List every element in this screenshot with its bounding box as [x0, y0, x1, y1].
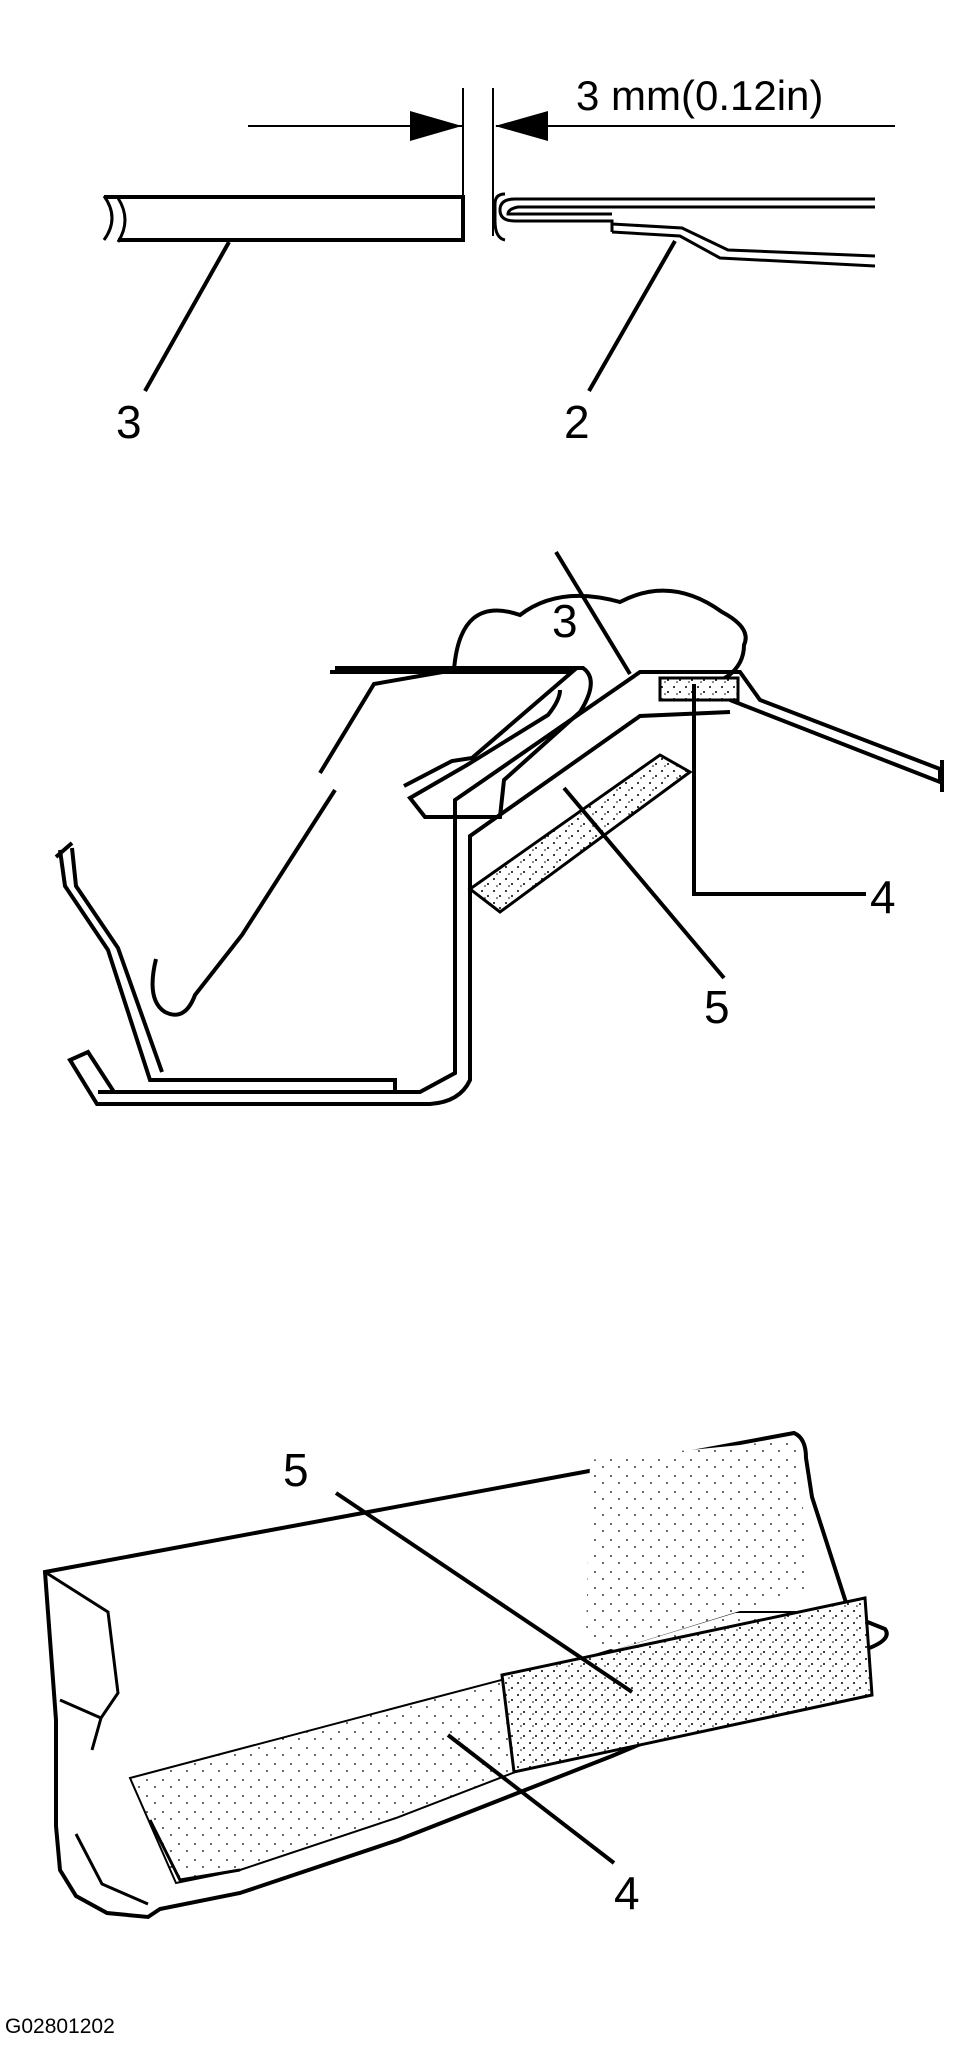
dimension-arrow-left: [410, 111, 462, 141]
glass-edge: [102, 195, 465, 243]
top-gap-view: 3 mm(0.12in) 3 2: [102, 72, 895, 448]
urethane-bead: [318, 588, 748, 775]
glass-section: [335, 666, 593, 819]
figure-id: G02801202: [5, 2015, 115, 2038]
callout-seal-perspective: 5: [283, 1444, 309, 1496]
body-flange-inner: [67, 710, 731, 1106]
leader-glass-section: [554, 550, 632, 676]
callout-retainer-top: 2: [564, 396, 590, 448]
dimension-arrow-right: [495, 111, 548, 141]
perspective-view: 5 4: [42, 1430, 889, 1920]
callout-glass-top: 3: [116, 396, 142, 448]
callout-tape-perspective: 4: [614, 1867, 640, 1919]
retainer-profile: [493, 192, 876, 268]
leader-seal-section: [562, 786, 726, 980]
section-view: 3 4 5: [54, 550, 944, 1106]
seal-strip-perspective: [500, 1596, 874, 1774]
gap-dimension-text: 3 mm(0.12in): [576, 72, 823, 119]
inner-panel: [58, 849, 397, 1092]
callout-seal-section: 5: [704, 981, 730, 1033]
molding-body: [42, 1430, 889, 1920]
callout-tape-section: 4: [870, 871, 896, 923]
callout-glass-section: 3: [552, 595, 578, 647]
leader-retainer-top: [587, 240, 677, 392]
glass-lower-edge: [150, 666, 572, 1017]
leader-seal-perspective: [334, 1491, 634, 1694]
seal-strip: [467, 753, 693, 914]
spacer-tape: [658, 676, 740, 702]
leader-glass-top: [143, 241, 231, 392]
leader-tape-section: [692, 684, 866, 896]
leader-tape-perspective: [446, 1733, 616, 1865]
